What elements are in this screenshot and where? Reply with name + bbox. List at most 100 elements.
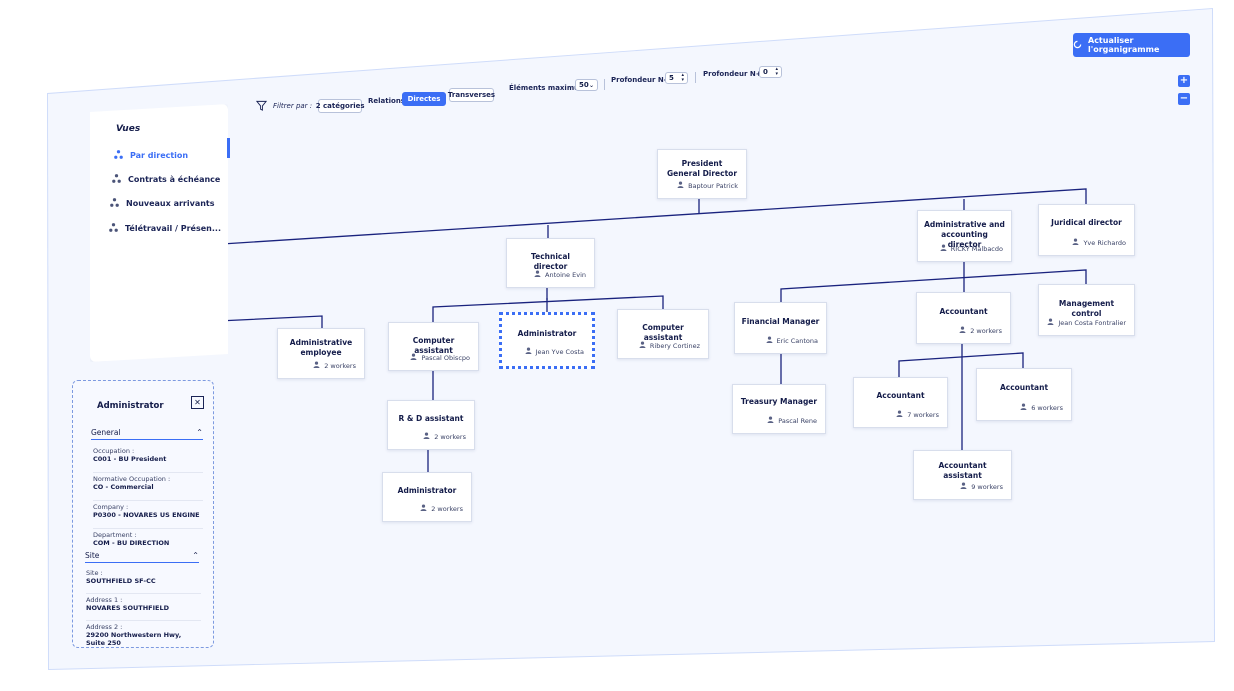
node-title: Administrative and accounting director: [924, 220, 1005, 249]
node-subtitle-text: Ribery Cortinez: [649, 341, 700, 350]
field-address-2: Address 2 : 29200 Northwestern Hwy, Suit…: [86, 621, 201, 647]
relation-direct-toggle[interactable]: Directes: [402, 92, 446, 106]
org-node-computer-assistant-1[interactable]: Computer assistant Pascal Obiscpo: [388, 322, 479, 371]
field-occupation: Occupation : C001 - BU President: [93, 447, 203, 472]
node-title: Computer assistant: [642, 323, 684, 342]
node-subtitle: Jean Costa Fontralier: [1047, 318, 1126, 327]
node-subtitle: 2 workers: [423, 432, 466, 441]
field-label: Normative Occupation :: [93, 475, 171, 483]
zoom-out-button[interactable]: −: [1178, 93, 1190, 105]
active-view-indicator: [227, 138, 230, 158]
node-subtitle-text: 6 workers: [1031, 403, 1063, 412]
person-icon: [639, 341, 646, 350]
sidebar-item-nouveaux-arrivants[interactable]: Nouveaux arrivants: [110, 198, 215, 209]
node-title: Computer assistant: [412, 336, 455, 355]
connector: [221, 188, 1087, 245]
person-icon: [766, 336, 773, 345]
org-node-financial-manager[interactable]: Financial Manager Eric Cantona: [734, 302, 827, 354]
org-chart-icon: [114, 150, 123, 161]
org-node-treasury-manager[interactable]: Treasury Manager Pascal Rene: [732, 384, 826, 434]
org-node-admin-accounting-director[interactable]: Administrative and accounting director R…: [917, 210, 1012, 262]
node-title: Administrator: [517, 329, 577, 338]
node-subtitle-text: 7 workers: [907, 410, 939, 419]
node-subtitle-text: 2 workers: [434, 432, 466, 441]
details-panel: Administrator ✕ General ⌃ Occupation : C…: [72, 380, 214, 648]
node-subtitle: 2 workers: [313, 361, 356, 370]
sidebar-item-label: Nouveaux arrivants: [126, 199, 215, 208]
person-icon: [525, 347, 532, 356]
divider: [86, 593, 201, 594]
views-sidebar: [90, 104, 228, 362]
node-subtitle-text: Jean Yve Costa: [535, 347, 584, 356]
field-label: Address 1 :: [86, 596, 123, 604]
node-subtitle-text: Baptour Patrick: [688, 181, 738, 190]
node-subtitle-text: RICKY Malbacdo: [950, 244, 1003, 253]
field-department: Department : COM - BU DIRECTION: [93, 529, 203, 556]
node-subtitle: Pascal Obiscpo: [410, 353, 470, 362]
node-title: Juridical director: [1051, 218, 1122, 227]
org-node-computer-assistant-2[interactable]: Computer assistant Ribery Cortinez: [617, 309, 709, 359]
field-value: COM - BU DIRECTION: [93, 539, 170, 547]
node-subtitle: Eric Cantona: [766, 336, 819, 345]
filter-categories-button[interactable]: 2 catégories: [316, 98, 365, 113]
org-chart-icon: [109, 223, 118, 234]
person-icon: [959, 326, 966, 335]
depth-n-plus-value: 0: [763, 68, 768, 76]
field-normative-occupation: Normative Occupation : CO - Commercial: [93, 473, 203, 500]
sidebar-item-par-direction[interactable]: Par direction: [114, 150, 188, 161]
node-subtitle: Yve Richardo: [1072, 238, 1126, 247]
org-node-technical-director[interactable]: Technical director Antoine Evin: [506, 238, 595, 288]
divider: [93, 528, 203, 529]
sidebar-item-teletravail[interactable]: Télétravail / Présen...: [109, 223, 221, 234]
org-node-administrator-2[interactable]: Administrator 2 workers: [382, 472, 472, 522]
org-node-administrative-employee[interactable]: Administrative employee 2 workers: [277, 328, 365, 379]
org-node-president[interactable]: President General Director Baptour Patri…: [657, 149, 747, 199]
org-node-rd-assistant[interactable]: R & D assistant 2 workers: [387, 400, 475, 450]
person-icon: [940, 244, 947, 253]
connector: [217, 315, 323, 328]
site-section-header[interactable]: Site ⌃: [85, 548, 199, 563]
org-node-accountant-6[interactable]: Accountant 6 workers: [976, 368, 1072, 421]
node-subtitle: 7 workers: [896, 410, 939, 419]
site-fields: Site : SOUTHFIELD SF-CC Address 1 : NOVA…: [86, 569, 201, 647]
depth-n-minus-value: 5: [669, 74, 674, 82]
sidebar-item-contrats[interactable]: Contrats à échéance: [112, 174, 220, 185]
node-title: Accountant assistant: [938, 461, 987, 480]
depth-n-plus-stepper[interactable]: 0 ▴▾: [759, 66, 782, 78]
chevron-down-icon: ⌄: [588, 81, 594, 89]
field-value: P0300 - NOVARES US ENGINE: [93, 511, 200, 519]
field-label: Site :: [86, 569, 103, 577]
zoom-in-button[interactable]: +: [1178, 75, 1190, 87]
person-icon: [534, 270, 541, 279]
person-icon: [677, 181, 684, 190]
field-address-1: Address 1 : NOVARES SOUTHFIELD: [86, 594, 201, 620]
node-title: Administrator: [397, 486, 457, 495]
org-node-management-control[interactable]: Management control Jean Costa Fontralier: [1038, 284, 1135, 336]
org-node-administrator-selected[interactable]: Administrator Jean Yve Costa: [499, 312, 595, 369]
relation-transverse-toggle[interactable]: Transverses: [448, 88, 495, 102]
node-subtitle-text: Pascal Rene: [778, 416, 817, 425]
field-label: Address 2 :: [86, 623, 123, 631]
person-icon: [423, 432, 430, 441]
node-subtitle-text: Eric Cantona: [776, 336, 819, 345]
field-site: Site : SOUTHFIELD SF-CC: [86, 569, 201, 593]
org-node-accountant-7[interactable]: Accountant 7 workers: [853, 377, 948, 428]
org-node-juridical-director[interactable]: Juridical director Yve Richardo: [1038, 204, 1135, 256]
depth-n-minus-stepper[interactable]: 5 ▴▾: [665, 72, 688, 84]
node-title: Management control: [1058, 299, 1115, 318]
node-title: Treasury Manager: [740, 397, 818, 406]
org-node-accountant-assistant[interactable]: Accountant assistant 9 workers: [913, 450, 1012, 500]
toolbar-divider: [695, 72, 696, 83]
org-node-accountant[interactable]: Accountant 2 workers: [916, 292, 1011, 344]
sidebar-item-label: Contrats à échéance: [128, 175, 221, 184]
node-subtitle-text: 9 workers: [971, 482, 1003, 491]
node-subtitle: 2 workers: [420, 504, 463, 513]
sidebar-title: Vues: [116, 124, 141, 134]
refresh-chart-button[interactable]: Actualiser l'organigramme: [1073, 33, 1190, 57]
max-items-select[interactable]: 50 ⌄: [575, 79, 598, 91]
close-button[interactable]: ✕: [191, 396, 204, 409]
general-heading: General: [91, 427, 121, 437]
org-chart-icon: [110, 198, 119, 209]
general-section-header[interactable]: General ⌃: [91, 425, 203, 440]
node-subtitle-text: Pascal Obiscpo: [421, 353, 470, 362]
